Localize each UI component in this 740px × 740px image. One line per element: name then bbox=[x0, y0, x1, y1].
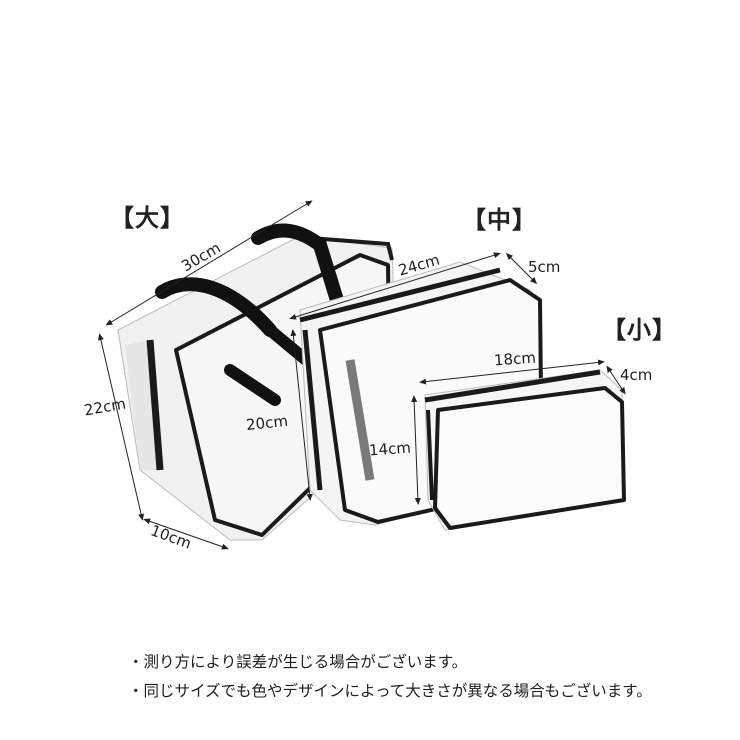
small-width-label: 18cm bbox=[493, 348, 537, 370]
small-height-label: 14cm bbox=[368, 438, 412, 460]
size-tag-large: 【大】 bbox=[110, 204, 185, 232]
small-bag-icon bbox=[424, 369, 626, 531]
size-tag-small: 【小】 bbox=[602, 316, 677, 344]
note-size-variation: ・同じサイズでも色やデザインによって大きさが異なる場合もございます。 bbox=[128, 682, 652, 700]
dimension-arrows bbox=[97, 200, 626, 550]
notes: ・測り方により誤差が生じる場合がございます。 ・同じサイズでも色やデザインによっ… bbox=[128, 648, 652, 706]
note-measurement-error: ・測り方により誤差が生じる場合がございます。 bbox=[128, 653, 468, 671]
small-depth-label: 4cm bbox=[620, 366, 653, 384]
size-tag-medium: 【中】 bbox=[462, 206, 537, 234]
medium-depth-label: 5cm bbox=[528, 258, 561, 276]
